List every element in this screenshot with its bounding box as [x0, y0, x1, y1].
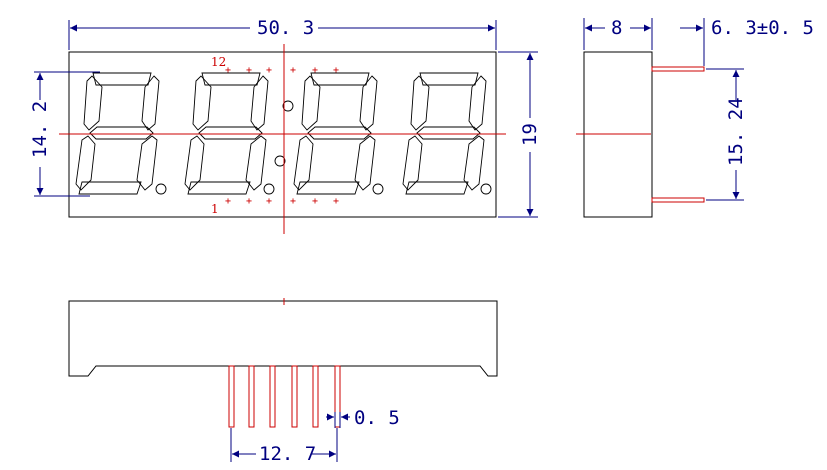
svg-text:+: + [290, 65, 296, 76]
decimal-point-4 [480, 183, 492, 195]
svg-text:+: + [312, 196, 318, 207]
bottom-view: 0. 5 12. 7 [68, 298, 498, 465]
bottom-view-body [68, 300, 498, 377]
colon-dot-lower [274, 155, 286, 167]
svg-text:+: + [266, 65, 272, 76]
svg-text:+: + [333, 196, 339, 207]
side-pin-top [651, 66, 705, 72]
pin-1-label: 1 [211, 202, 219, 216]
height-dimension-label: 19 [519, 123, 541, 146]
svg-text:+: + [312, 65, 318, 76]
row-spacing-label: 15. 24 [725, 97, 747, 166]
pin-12-label: 12 [211, 55, 226, 69]
svg-text:+: + [266, 196, 272, 207]
pin-span-label: 12. 7 [259, 443, 316, 465]
svg-text:+: + [225, 65, 231, 76]
width-dimension-label: 50. 3 [257, 17, 314, 39]
depth-dimension-label: 8 [611, 17, 622, 39]
svg-text:+: + [333, 65, 339, 76]
svg-text:+: + [225, 196, 231, 207]
front-view: + + + + + + + + + + + + 12 1 50. 3 14. 2 19 [29, 17, 541, 234]
digit-height-label: 14. 2 [29, 101, 51, 158]
pin-length-label: 6. 3±0. 5 [711, 17, 814, 39]
side-view: 8 6. 3±0. 5 15. 24 [576, 17, 814, 218]
svg-text:+: + [246, 65, 252, 76]
svg-text:+: + [290, 196, 296, 207]
decimal-point-2 [263, 183, 275, 195]
bottom-pins [228, 365, 341, 428]
colon-dot-upper [282, 100, 294, 112]
pin-markers-top: + + + + + + [225, 65, 339, 76]
svg-text:+: + [246, 196, 252, 207]
decimal-point-1 [155, 183, 167, 195]
decimal-point-3 [372, 183, 384, 195]
pin-width-label: 0. 5 [354, 407, 400, 429]
pin-markers-bottom: + + + + + + [225, 196, 339, 207]
side-pin-bottom [651, 197, 705, 203]
